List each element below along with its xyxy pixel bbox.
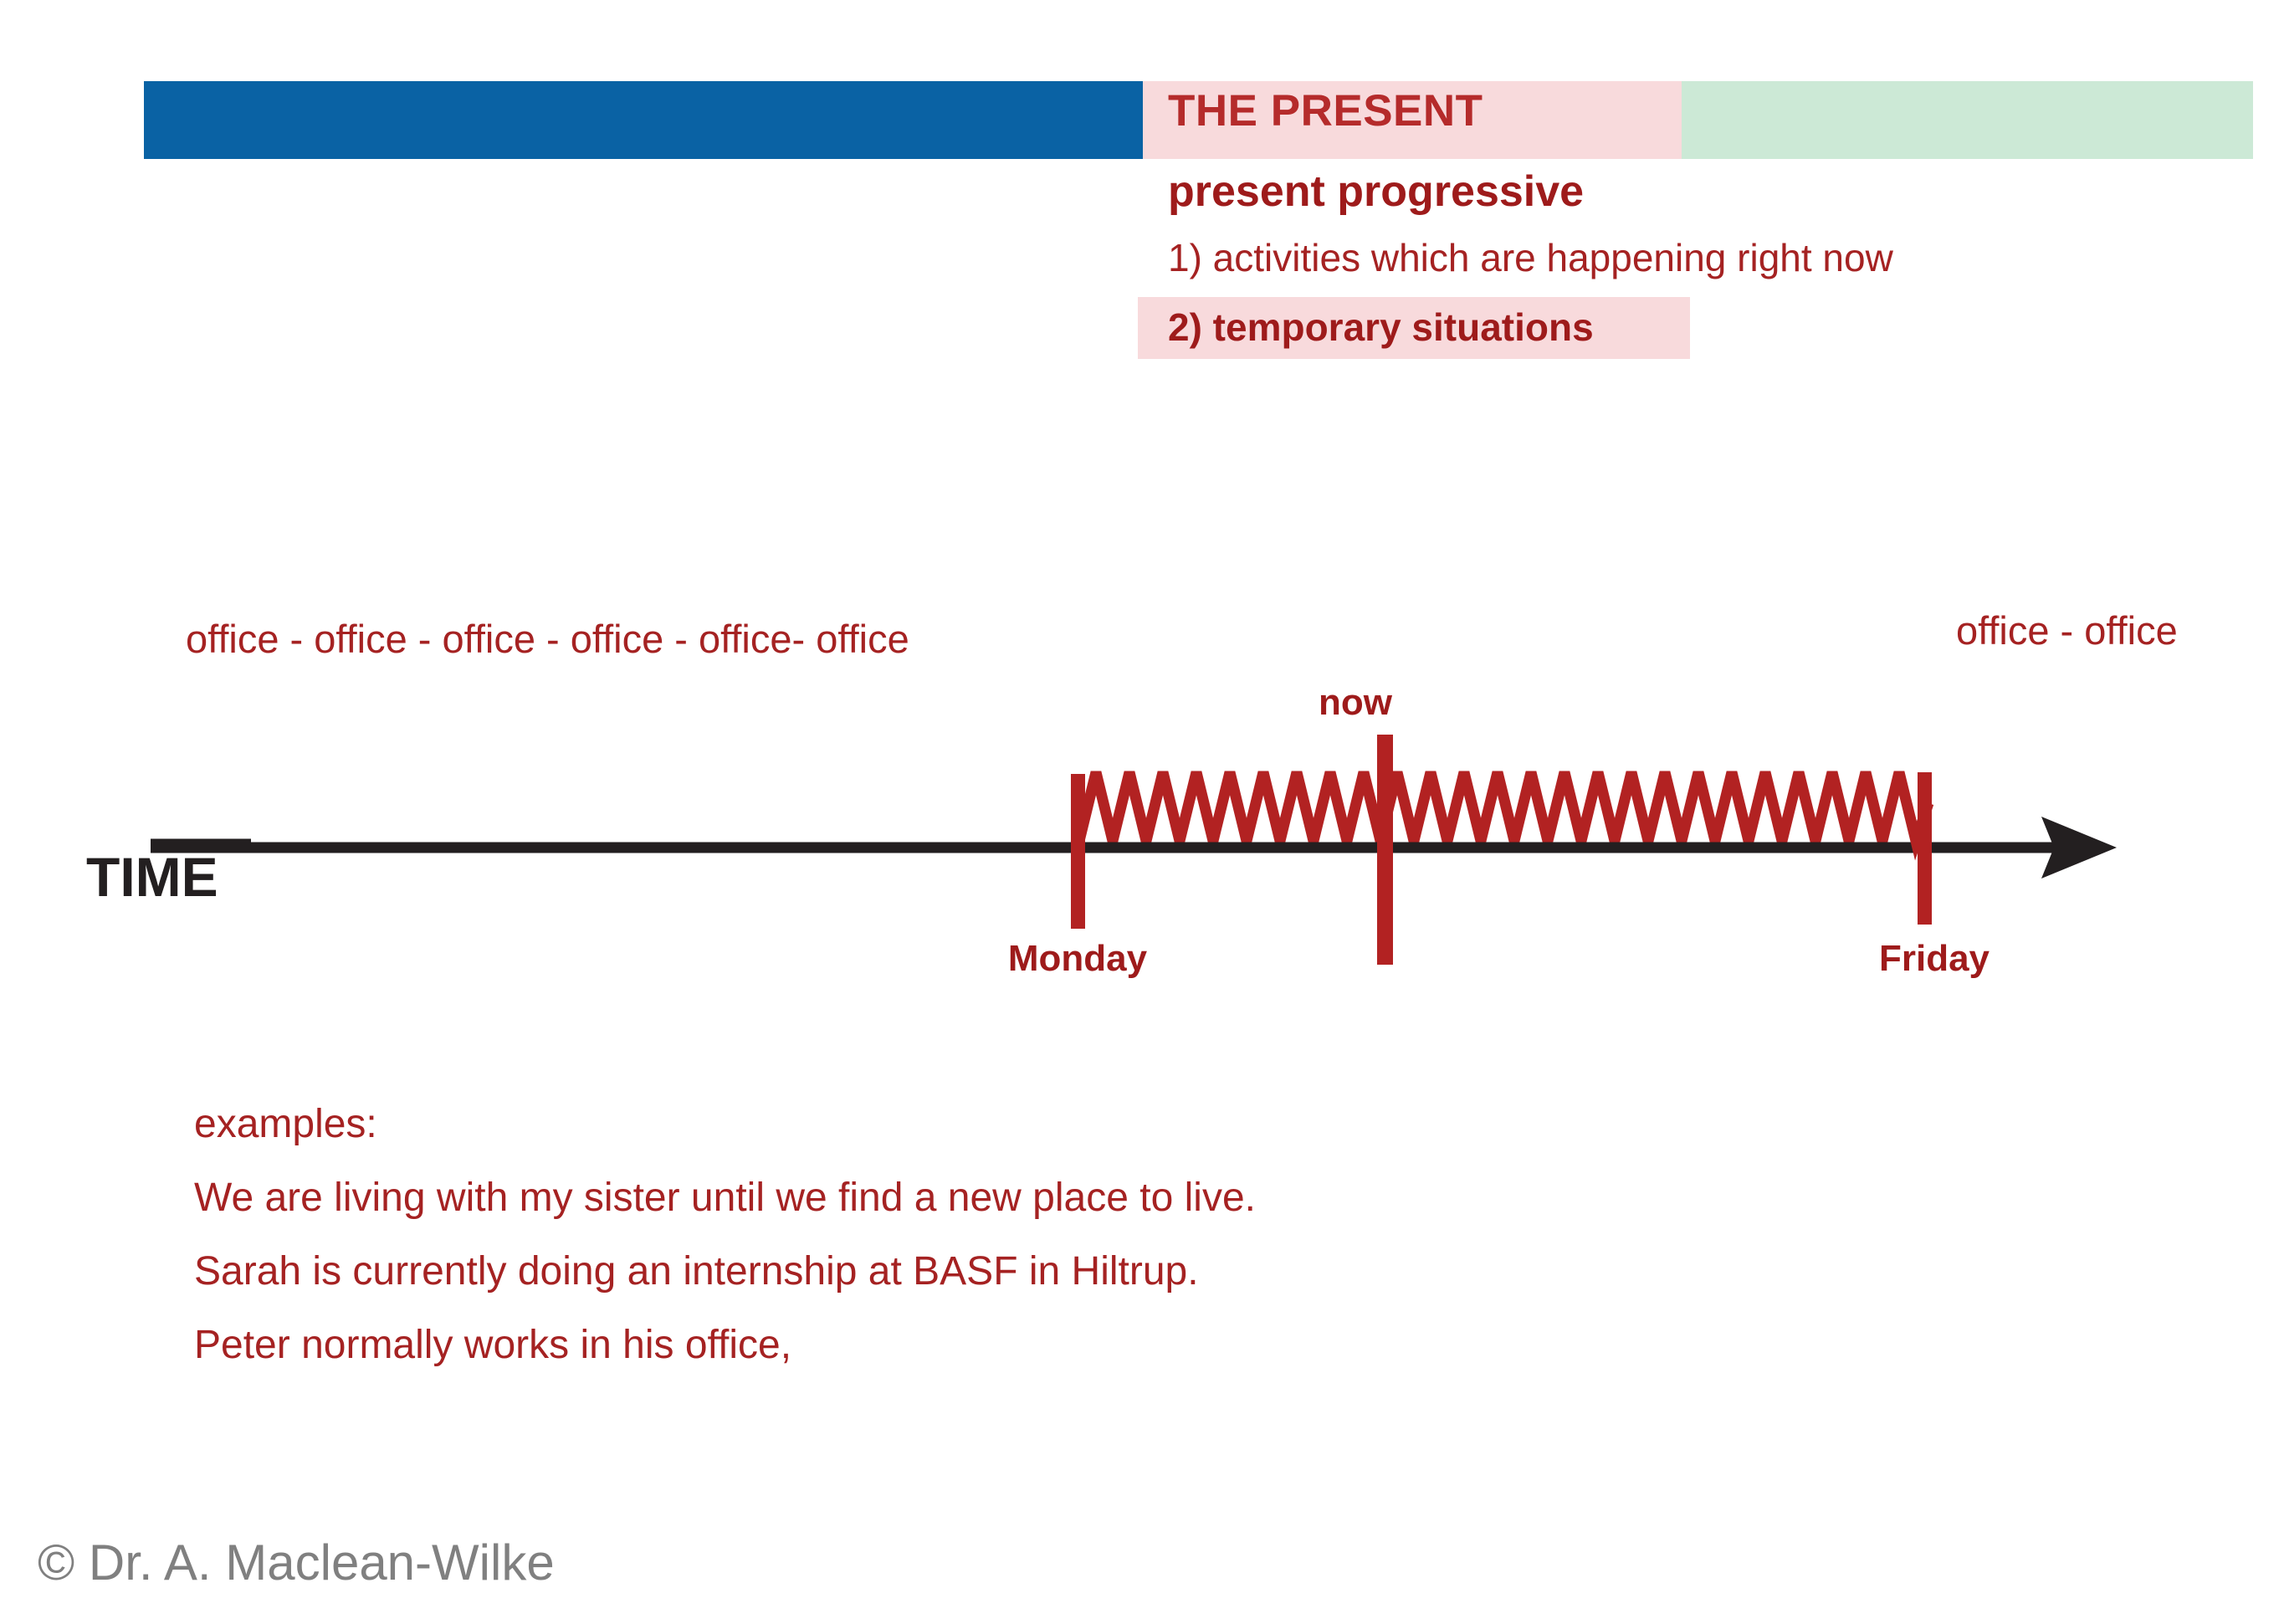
office-label-right: office - office	[1956, 608, 2178, 653]
timeline-arrow-head	[2041, 817, 2117, 879]
examples-heading: examples:	[194, 1102, 377, 1146]
band-segment-blue	[144, 81, 1143, 159]
example-sentence: We are living with my sister until we fi…	[194, 1176, 1256, 1220]
band-segment-pink	[1143, 81, 1682, 159]
marker-label-now: now	[1319, 682, 1392, 723]
page-title: THE PRESENT	[1168, 86, 1483, 136]
zigzag-duration-line	[1073, 771, 1934, 861]
examples-block: examples: We are living with my sister u…	[194, 1088, 1256, 1382]
office-label-left: office - office - office - office - offi…	[186, 617, 909, 661]
copyright-credit: © Dr. A. Maclean-Wilke	[38, 1534, 555, 1591]
marker-label-monday: Monday	[1007, 938, 1148, 979]
marker-label-friday: Friday	[1878, 938, 1990, 979]
marker-friday-tick	[1918, 772, 1932, 925]
axis-label-time: TIME	[86, 846, 218, 908]
marker-now-tick	[1377, 735, 1393, 965]
section-subtitle: present progressive	[1168, 167, 1585, 216]
example-sentence: Peter normally works in his office,	[194, 1323, 792, 1367]
marker-monday-tick	[1071, 774, 1085, 929]
example-sentence: Sarah is currently doing an internship a…	[194, 1249, 1199, 1294]
band-segment-green	[1682, 81, 2253, 159]
usage-point-1: 1) activities which are happening right …	[1168, 236, 1893, 279]
usage-point-2: 2) temporary situations	[1168, 305, 1594, 349]
usage-point-2-highlight	[1138, 297, 1690, 359]
